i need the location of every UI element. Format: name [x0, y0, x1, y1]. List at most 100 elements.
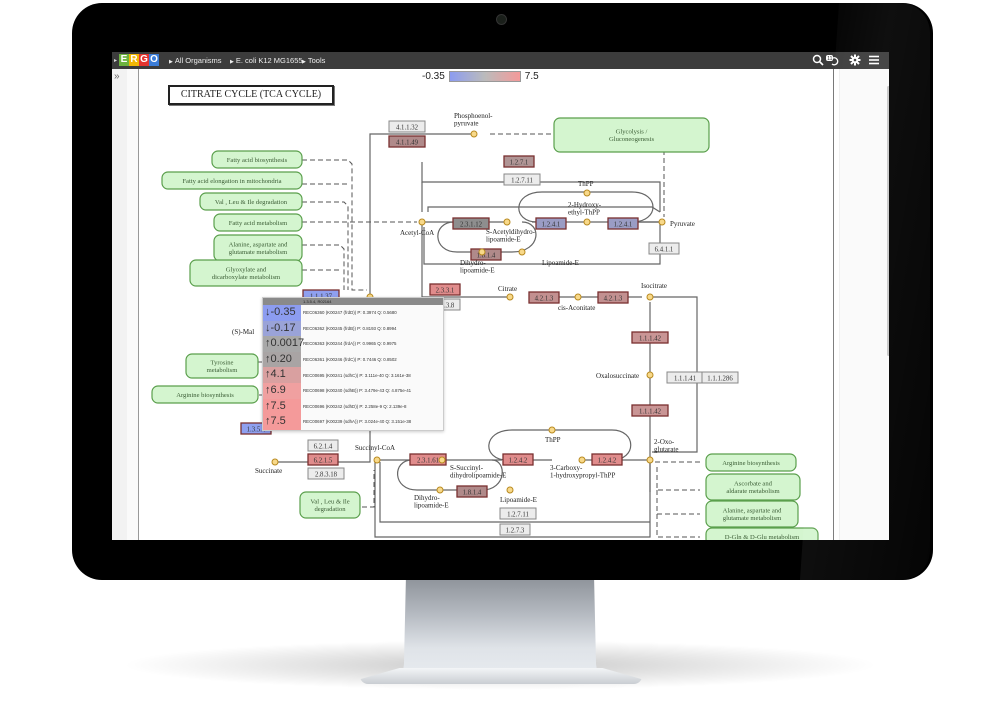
enzyme-1-2-4-1[interactable]: 1.2.4.1 [607, 217, 639, 230]
enzyme-6-4-1-1[interactable]: 6.4.1.1 [648, 242, 680, 255]
compound-node-thpp2[interactable] [548, 426, 556, 434]
compound-node-carboxy[interactable] [578, 456, 586, 464]
pathway-link-arg-2[interactable]: Arginine biosynthesis [705, 453, 797, 472]
compound-node-dihydro1[interactable] [478, 248, 486, 256]
enzyme-2-3-1-12[interactable]: 2.3.1.12 [452, 217, 490, 230]
enzyme-label: 1.8.1.4 [477, 252, 496, 259]
enzyme-label: 2.3.3.8 [436, 302, 455, 309]
brain-icon[interactable]: 11 [825, 54, 839, 66]
pathway-link-arg-1[interactable]: Arginine biosynthesis [151, 385, 259, 404]
pathway-link-vli-deg-1[interactable]: Val , Leu & Ile degradation [199, 192, 303, 211]
enzyme-1-2-4-2[interactable]: 1.2.4.2 [502, 453, 534, 466]
enzyme-6-2-1-5[interactable]: 6.2.1.5 [307, 453, 339, 466]
compound-node-ssuccinyl[interactable] [438, 456, 446, 464]
enzyme-4-1-1-32[interactable]: 4.1.1.32 [388, 120, 426, 133]
gene-stat-text: REC00695 (K00241 (sdhC)) P: 3.111e-40 Q:… [303, 372, 411, 378]
arrow-down-icon: ↓ [265, 321, 271, 334]
enzyme-2-8-3-18[interactable]: 2.8.3.18 [307, 467, 345, 480]
enzyme-1-1-1-42[interactable]: 1.1.1.42 [631, 331, 669, 344]
enzyme-1-2-7-11[interactable]: 1.2.7.11 [499, 507, 537, 520]
ergo-logo[interactable]: ▸ E R G O [114, 54, 160, 66]
pathway-link-edge [362, 470, 375, 508]
gear-icon[interactable] [849, 54, 861, 66]
enzyme-label: 4.1.1.32 [396, 124, 419, 131]
menu-icon[interactable] [868, 54, 880, 66]
compound-node-citrate[interactable] [506, 293, 514, 301]
pathway-link-label: Fatty acid metabolism [229, 220, 288, 227]
compound-node-hethpp[interactable] [583, 218, 591, 226]
caret-right-icon: ▶ [169, 59, 173, 65]
compound-node-dihydro2[interactable] [436, 486, 444, 494]
arrow-up-icon: ↑ [265, 415, 271, 428]
compound-node-isocitrate[interactable] [646, 293, 654, 301]
compound-node-sacetyl[interactable] [503, 218, 511, 226]
compound-node-pep[interactable] [470, 130, 478, 138]
nav-all-organisms-label: All Organisms [174, 56, 222, 65]
enzyme-label: 1.2.4.1 [614, 221, 633, 228]
enzyme-1-2-4-2[interactable]: 1.2.4.2 [591, 453, 623, 466]
enzyme-label: 1.2.7.3 [506, 527, 525, 534]
pathway-link-fa-bio[interactable]: Fatty acid biosynthesis [211, 150, 303, 169]
compound-node-lipoamide2[interactable] [506, 486, 514, 494]
pathway-link-dgln[interactable]: D-Gln & D-Glu metabolism [705, 527, 819, 540]
enzyme-1-2-7-11[interactable]: 1.2.7.11 [503, 173, 541, 186]
enzyme-1-2-7-1[interactable]: 1.2.7.1 [503, 155, 535, 168]
right-divider[interactable] [833, 69, 840, 540]
enzyme-label: 1.1.1.286 [707, 375, 733, 382]
pathway-link-glyco[interactable]: Glycolysis /Gluconeogenesis [553, 117, 710, 153]
enzyme-6-2-1-4[interactable]: 6.2.1.4 [307, 439, 339, 452]
nav-organism[interactable]: ▶E. coli K12 MG1655 [230, 56, 303, 65]
enzyme-1-1-1-286[interactable]: 1.1.1.286 [701, 371, 739, 384]
compound-label-cisaconitate: cis-Aconitate [558, 304, 595, 312]
enzyme-1-2-4-1[interactable]: 1.2.4.1 [535, 217, 567, 230]
pathway-link-fa-met[interactable]: Fatty acid metabolism [213, 213, 303, 232]
compound-node-cisaconitate[interactable] [574, 293, 582, 301]
compound-label-pep: Phosphoenol-pyruvate [454, 112, 493, 128]
enzyme-4-2-1-3[interactable]: 4.2.1.3 [528, 291, 560, 304]
enzyme-1-8-1-4[interactable]: 1.8.1.4 [470, 248, 502, 261]
expression-value: ↑7.5 [263, 414, 301, 430]
enzyme-4-2-1-3[interactable]: 4.2.1.3 [597, 291, 629, 304]
compound-node-succinylcoa[interactable] [373, 456, 381, 464]
pathway-link-edge [302, 201, 349, 290]
search-icon[interactable] [812, 54, 824, 66]
enzyme-label: 1.2.7.11 [507, 511, 529, 518]
pathway-link-fa-elong[interactable]: Fatty acid elongation in mitochondria [161, 171, 303, 190]
enzyme-label: 2.8.3.18 [315, 471, 338, 478]
compound-node-thpp1[interactable] [583, 189, 591, 197]
gene-stat-text: REC00696 (K00242 (sdhD)) P: 2.258e-9 Q: … [303, 403, 407, 409]
nav-tools[interactable]: ▶Tools [302, 56, 325, 65]
enzyme-1-2-7-3[interactable]: 1.2.7.3 [499, 523, 531, 536]
compound-label-oxalosuccinate: Oxalosuccinate [596, 372, 639, 380]
enzyme-4-1-1-49[interactable]: 4.1.1.49 [388, 135, 426, 148]
enzyme-1-8-1-4[interactable]: 1.8.1.4 [456, 485, 488, 498]
nav-all-organisms[interactable]: ▶All Organisms [169, 56, 222, 65]
compound-node-oxoglutarate[interactable] [646, 456, 654, 464]
pathway-link-label: Arginine biosynthesis [722, 460, 780, 467]
enzyme-label: 1.8.1.4 [463, 489, 482, 496]
compound-label-carboxy: 3-Carboxy-1-hydroxypropyl-ThPP [550, 464, 615, 480]
compound-node-pyruvate[interactable] [658, 218, 666, 226]
enzyme-1-1-1-42[interactable]: 1.1.1.42 [631, 404, 669, 417]
enzyme-1-1-1-41[interactable]: 1.1.1.41 [666, 371, 704, 384]
compound-node-oxalosuccinate[interactable] [646, 371, 654, 379]
compound-node-lipoamide1[interactable] [518, 248, 526, 256]
expression-value: ↑0.20 [263, 351, 301, 368]
compound-node-succinate[interactable] [271, 458, 279, 466]
expression-value: ↑6.9 [263, 382, 301, 399]
enzyme-2-3-1-61[interactable]: 2.3.1.61 [409, 453, 447, 466]
compound-node-acetylcoa[interactable] [418, 218, 426, 226]
vertical-scrollbar[interactable] [887, 86, 889, 356]
expand-sidebar-icon[interactable]: » [114, 71, 120, 82]
enzyme-2-3-3-1[interactable]: 2.3.3.1 [429, 283, 461, 296]
